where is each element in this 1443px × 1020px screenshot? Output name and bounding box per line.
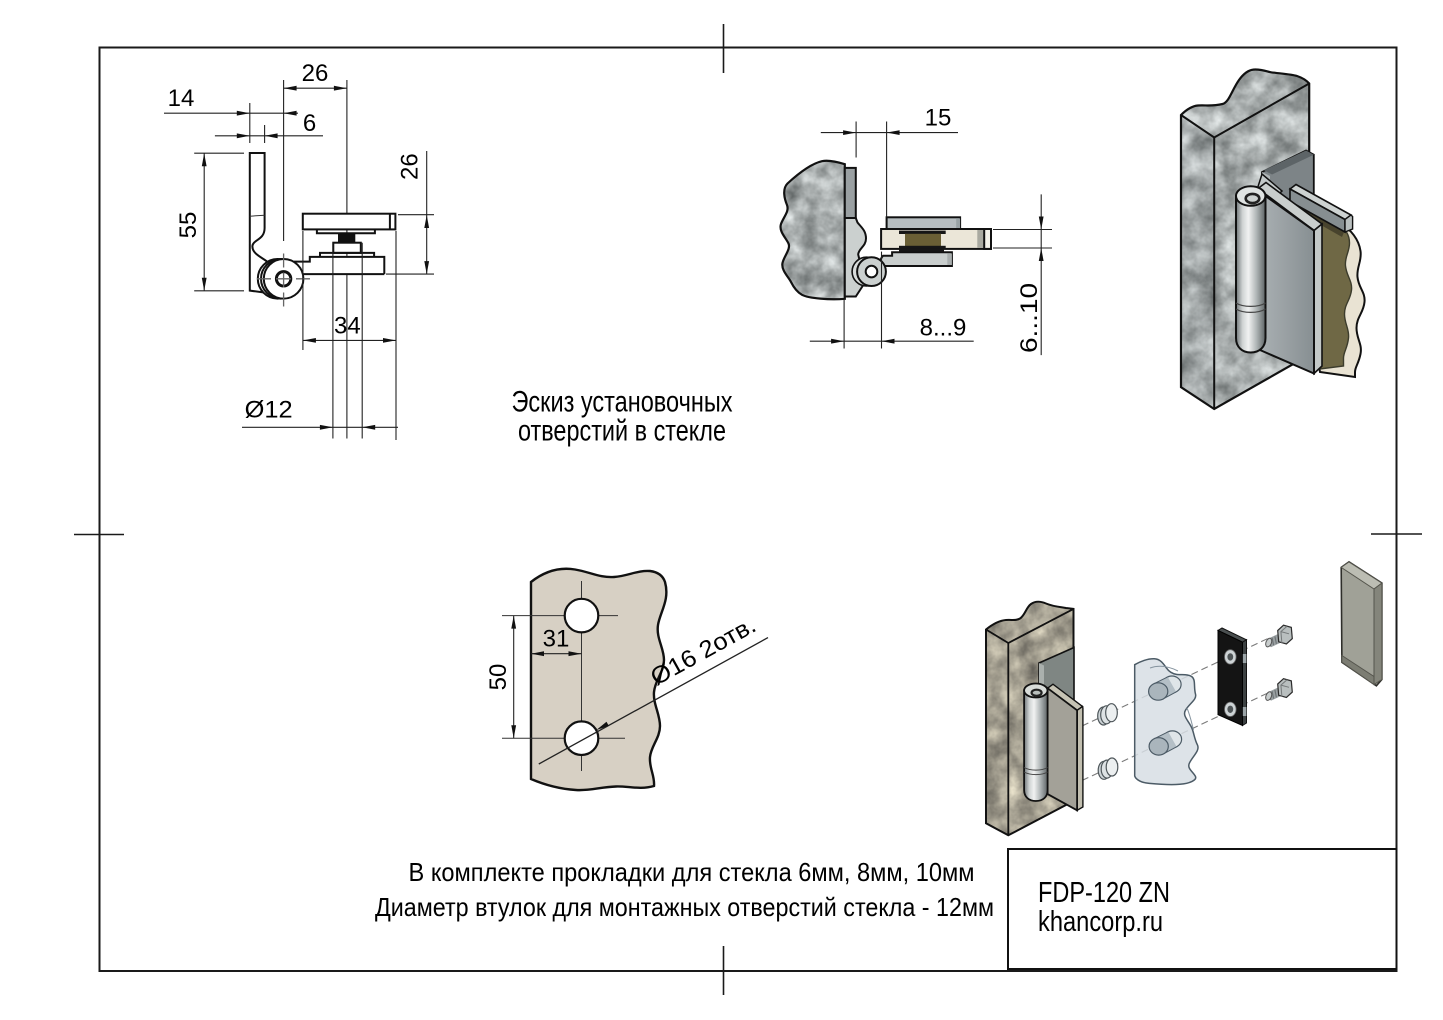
svg-text:отверстий в стекле: отверстий в стекле bbox=[518, 414, 726, 447]
svg-text:55: 55 bbox=[175, 212, 202, 239]
svg-text:14: 14 bbox=[168, 85, 195, 112]
svg-text:8...9: 8...9 bbox=[920, 314, 967, 341]
svg-text:34: 34 bbox=[334, 313, 361, 340]
svg-text:В комплекте прокладки для стек: В комплекте прокладки для стекла 6мм, 8м… bbox=[409, 857, 975, 887]
svg-text:khancorp.ru: khancorp.ru bbox=[1038, 906, 1163, 938]
svg-text:Диаметр втулок для монтажных о: Диаметр втулок для монтажных отверстий с… bbox=[375, 892, 994, 922]
svg-text:6: 6 bbox=[303, 110, 316, 137]
svg-text:26: 26 bbox=[302, 60, 329, 87]
svg-text:FDP-120 ZN: FDP-120 ZN bbox=[1038, 877, 1170, 909]
svg-text:Эскиз установочных: Эскиз установочных bbox=[512, 386, 733, 419]
svg-text:31: 31 bbox=[543, 625, 570, 652]
svg-text:Ø12: Ø12 bbox=[245, 397, 293, 424]
svg-text:15: 15 bbox=[925, 104, 952, 131]
svg-text:6...10: 6...10 bbox=[1016, 283, 1043, 353]
svg-text:26: 26 bbox=[397, 153, 424, 180]
svg-text:50: 50 bbox=[485, 664, 512, 691]
